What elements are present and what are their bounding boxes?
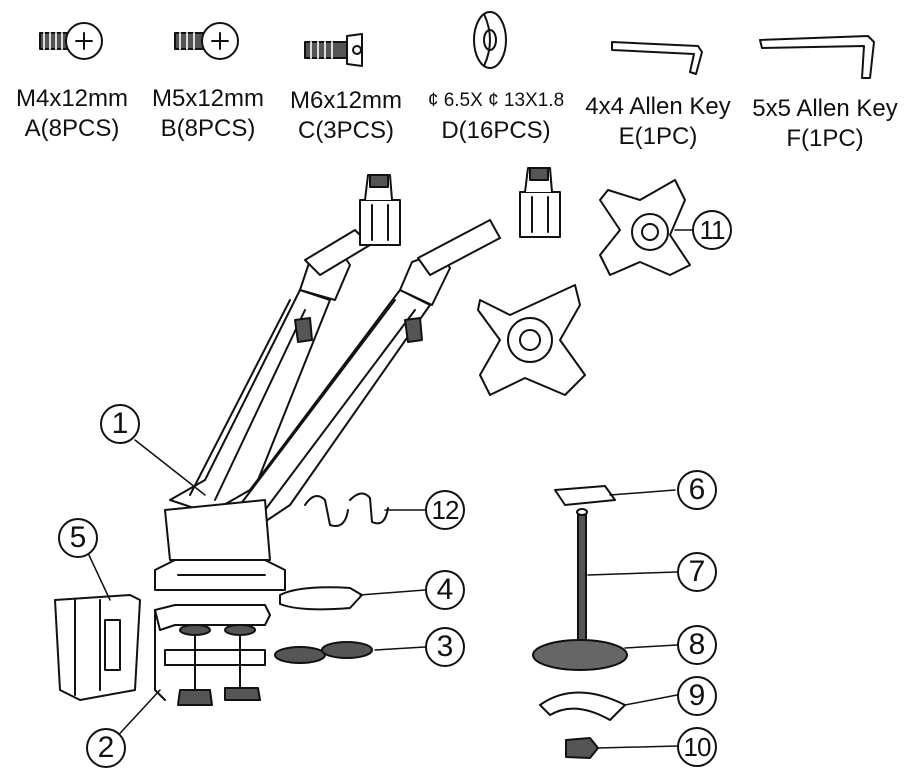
hardware-qty-b: B(8PCS)	[160, 115, 256, 142]
plate-6-icon	[554, 485, 616, 506]
monitor-arm-left	[169, 174, 401, 521]
callout-8: 8	[677, 625, 717, 665]
screw-b-icon	[174, 22, 239, 60]
allen-key-e-icon	[611, 41, 703, 75]
callout-2: 2	[86, 728, 126, 768]
cable-clips-12-icon	[304, 492, 389, 527]
washer-d-icon	[473, 11, 507, 69]
hardware-size-b: M5x12mm	[151, 85, 265, 112]
leader-lines	[87, 229, 693, 749]
hardware-label-a: M4x12mm A(8PCS)	[6, 84, 138, 144]
hardware-label-e: 4x4 Allen Key E(1PC)	[578, 92, 738, 152]
hardware-qty-c: C(3PCS)	[297, 117, 394, 144]
screw-a-icon	[39, 22, 103, 60]
vesa-plate-11-icon	[599, 179, 691, 276]
callout-3: 3	[425, 627, 465, 667]
screw-c-icon	[304, 33, 363, 67]
callout-12: 12	[425, 490, 465, 530]
callout-9: 9	[677, 676, 717, 716]
vesa-plate-icon	[477, 284, 586, 396]
callout-6: 6	[677, 470, 717, 510]
hardware-label-c: M6x12mm C(3PCS)	[278, 86, 414, 146]
hardware-size-d: ¢ 6.5X ¢ 13X1.8	[427, 90, 565, 111]
clamp-2-icon	[154, 604, 271, 706]
callout-5: 5	[58, 518, 98, 558]
callout-11: 11	[692, 210, 732, 250]
arm-base	[154, 499, 286, 591]
bracket-9-icon	[539, 691, 626, 721]
allen-key-f-icon	[759, 35, 875, 79]
callout-10: 10	[677, 727, 717, 767]
hardware-label-d: ¢ 6.5X ¢ 13X1.8 D(16PCS)	[414, 86, 578, 146]
pads-3-icon	[274, 641, 373, 664]
hardware-label-f: 5x5 Allen Key F(1PC)	[742, 94, 908, 154]
hardware-qty-a: A(8PCS)	[24, 115, 120, 142]
callout-7: 7	[677, 552, 717, 592]
hardware-size-f: 5x5 Allen Key	[752, 95, 898, 122]
hardware-label-b: M5x12mm B(8PCS)	[140, 84, 276, 144]
plate-4-icon	[279, 586, 363, 611]
hardware-qty-e: E(1PC)	[618, 123, 698, 150]
callout-1: 1	[100, 404, 140, 444]
hardware-size-c: M6x12mm	[289, 87, 403, 114]
hardware-size-a: M4x12mm	[15, 85, 129, 112]
hardware-qty-f: F(1PC)	[786, 125, 864, 152]
cover-5-icon	[54, 594, 141, 701]
bolt-7-icon	[576, 508, 588, 641]
knob-10-icon	[565, 737, 599, 759]
monitor-arm-right	[214, 167, 561, 526]
hardware-size-e: 4x4 Allen Key	[585, 93, 731, 120]
callout-4: 4	[425, 570, 465, 610]
disc-8-icon	[532, 639, 628, 671]
hardware-qty-d: D(16PCS)	[441, 117, 551, 144]
